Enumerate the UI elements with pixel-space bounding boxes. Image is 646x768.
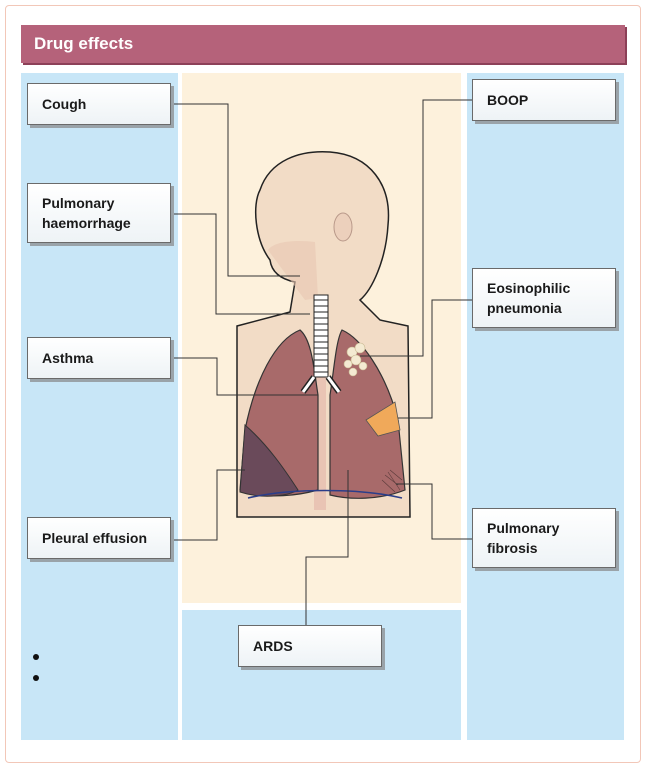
eosinophilic-patch bbox=[365, 401, 401, 437]
label-boop: BOOP bbox=[472, 79, 616, 121]
label-asthma-text: Asthma bbox=[42, 350, 94, 366]
label-line: haemorrhage bbox=[42, 215, 131, 231]
diaphragm bbox=[247, 489, 403, 499]
right-panel bbox=[467, 73, 624, 740]
leader-pulmonary-fibrosis bbox=[396, 483, 472, 540]
label-pleural-effusion: Pleural effusion bbox=[27, 517, 171, 559]
leader-eosinophilic bbox=[398, 299, 472, 419]
label-eosinophilic-pneumonia: Eosinophilic pneumonia bbox=[472, 268, 616, 328]
label-asthma: Asthma bbox=[27, 337, 171, 379]
fibrosis-texture bbox=[381, 469, 403, 493]
label-cough: Cough bbox=[27, 83, 171, 125]
leader-pulmonary-haemorrhage bbox=[170, 213, 310, 315]
leader-cough bbox=[170, 103, 300, 277]
bullet-point bbox=[33, 654, 39, 660]
leader-ards bbox=[305, 470, 349, 625]
label-eosinophilic-pneumonia-text: Eosinophilic pneumonia bbox=[487, 278, 570, 318]
label-line: fibrosis bbox=[487, 540, 538, 556]
label-pleural-effusion-text: Pleural effusion bbox=[42, 530, 148, 546]
label-line: Pulmonary bbox=[42, 195, 115, 211]
leader-boop bbox=[360, 99, 472, 357]
label-ards: ARDS bbox=[238, 625, 382, 667]
label-line: pneumonia bbox=[487, 300, 562, 316]
figure-title: Drug effects bbox=[21, 25, 625, 63]
label-line: Eosinophilic bbox=[487, 280, 571, 296]
label-pulmonary-fibrosis-text: Pulmonary fibrosis bbox=[487, 518, 559, 558]
leader-asthma bbox=[170, 357, 318, 396]
trachea bbox=[300, 294, 342, 394]
label-pulmonary-haemorrhage-text: Pulmonary haemorrhage bbox=[42, 193, 131, 233]
label-ards-text: ARDS bbox=[253, 638, 293, 654]
head-interior bbox=[268, 240, 318, 300]
ear bbox=[333, 212, 353, 242]
boop-nodules bbox=[343, 342, 368, 377]
leader-pleural-effusion bbox=[170, 469, 245, 541]
label-boop-text: BOOP bbox=[487, 92, 529, 108]
label-pulmonary-haemorrhage: Pulmonary haemorrhage bbox=[27, 183, 171, 243]
figure-frame bbox=[5, 5, 641, 763]
label-pulmonary-fibrosis: Pulmonary fibrosis bbox=[472, 508, 616, 568]
bullet-point bbox=[33, 675, 39, 681]
label-cough-text: Cough bbox=[42, 96, 87, 112]
label-line: Pulmonary bbox=[487, 520, 560, 536]
